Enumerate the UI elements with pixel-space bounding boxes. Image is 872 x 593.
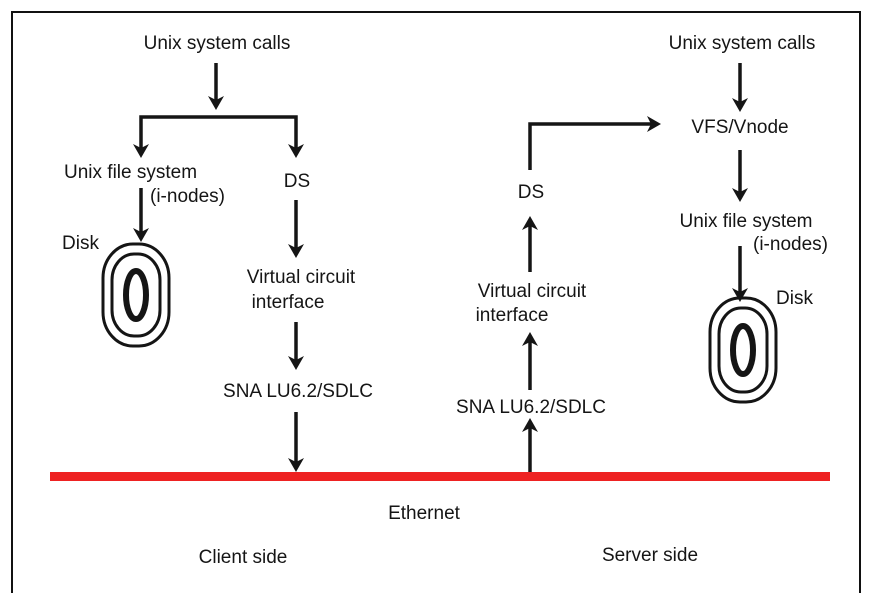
arrow-to-ufs-head — [133, 144, 149, 158]
arrow-vci-to-sna-head — [288, 356, 304, 370]
client-vci-label-line1: Virtual circuit — [246, 267, 356, 288]
arrow-sna-to-ethernet-head — [288, 458, 304, 472]
arrow-to-ds-head — [288, 144, 304, 158]
server-syscalls-label: Unix system calls — [668, 33, 816, 54]
server-ufs-label: Unix file system — [679, 211, 813, 232]
arrow-ds-to-vfs-head — [647, 116, 661, 132]
ethernet-bus — [50, 472, 830, 481]
client-ufs-inodes-label: (i-nodes) — [150, 186, 225, 207]
server-side-label: Server side — [601, 545, 699, 566]
server-disk-icon — [708, 296, 778, 404]
ethernet-label: Ethernet — [388, 503, 460, 524]
client-sna-label: SNA LU6.2/SDLC — [223, 381, 373, 402]
client-syscalls-label: Unix system calls — [143, 33, 291, 54]
server-vfs-label: VFS/Vnode — [691, 117, 789, 138]
arrow-syscalls-to-vfs-server-head — [732, 98, 748, 112]
client-disk-icon — [101, 242, 171, 348]
client-branch-bar — [139, 115, 298, 152]
server-ufs-inodes-label: (i-nodes) — [753, 234, 828, 255]
arrow-sna-to-vci-server-head — [522, 332, 538, 346]
arrow-vci-to-ds-server-head — [522, 216, 538, 230]
client-ufs-label: Unix file system — [64, 162, 198, 183]
diagram-canvas — [50, 63, 830, 481]
client-disk-label: Disk — [62, 233, 99, 254]
server-ds-label: DS — [517, 182, 545, 203]
arrow-ufs-to-disk-head — [133, 228, 149, 242]
arrow-eth-to-sna-server-head — [522, 418, 538, 432]
client-ds-label: DS — [283, 171, 311, 192]
server-disk-label: Disk — [776, 288, 813, 309]
client-side-label: Client side — [198, 547, 288, 568]
diagram-frame — [11, 11, 861, 593]
server-vci-label-line1: Virtual circuit — [477, 281, 587, 302]
server-ds-to-vfs-connector — [528, 122, 655, 170]
arrow-vfs-to-ufs-server-head — [732, 188, 748, 202]
arrow-split-head — [208, 96, 224, 110]
server-vci-label-line2: interface — [475, 305, 549, 326]
arrow-ds-to-vci-head — [288, 244, 304, 258]
server-sna-label: SNA LU6.2/SDLC — [456, 397, 606, 418]
arrow-ufs-to-disk-server-head — [732, 288, 748, 302]
client-vci-label-line2: interface — [251, 292, 325, 313]
